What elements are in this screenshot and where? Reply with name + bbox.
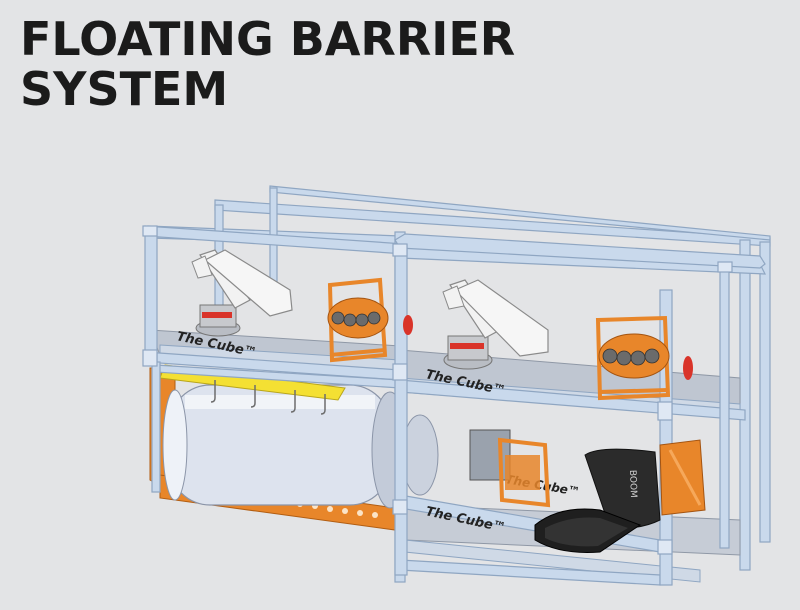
storage-tank [162,384,409,509]
page-title: FLOATING BARRIER SYSTEM [20,14,515,114]
crane-right [442,279,549,370]
title-line-1: FLOATING BARRIER [20,12,516,66]
boom-roll: BOOM [534,448,661,553]
title-line-2: SYSTEM [20,62,229,116]
boom-reel-frame [659,439,706,516]
reel-unit-upper-right [595,315,693,401]
boom-brand-label: BOOM [627,470,638,498]
reel-unit-upper-left [327,277,413,363]
crane-left [191,249,293,337]
pump-unit [469,429,551,508]
